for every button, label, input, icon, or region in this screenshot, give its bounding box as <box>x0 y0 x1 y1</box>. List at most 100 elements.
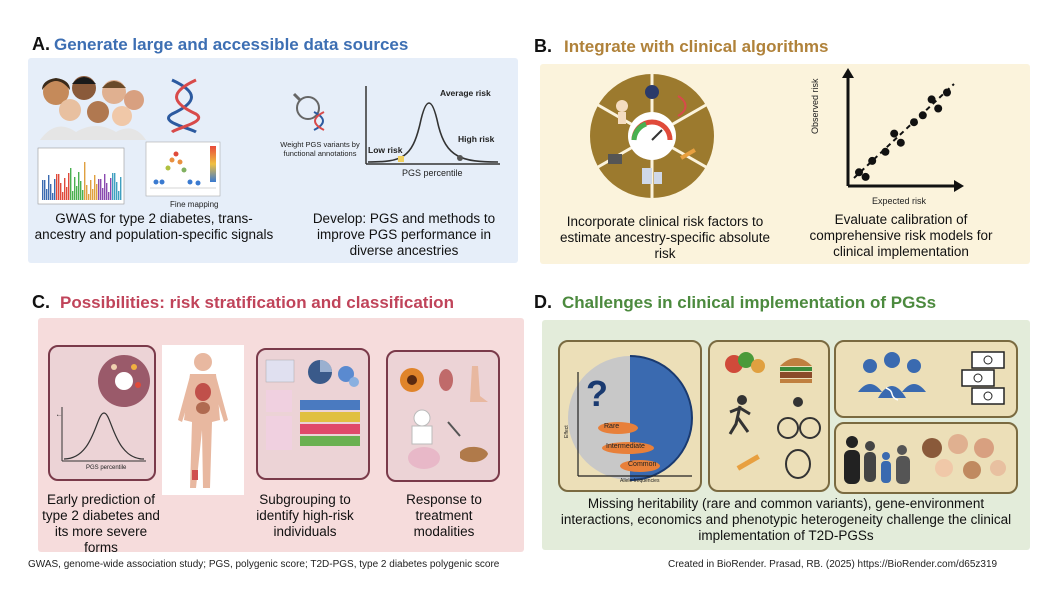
section-a-caption-gwas: GWAS for type 2 diabetes, trans-ancestry… <box>34 211 274 242</box>
subgrouping-box <box>256 348 370 480</box>
diverse-people-icon <box>844 434 1006 484</box>
manhattan-bar <box>44 180 46 200</box>
manhattan-bar <box>82 190 84 200</box>
low-risk-label: Low risk <box>368 145 403 155</box>
manhattan-bar <box>68 173 70 200</box>
manhattan-bar <box>60 183 62 200</box>
pgs-curve-small-icon <box>61 407 146 462</box>
calibration-point <box>910 118 918 127</box>
footer-abbreviations: GWAS, genome-wide association study; PGS… <box>28 559 500 570</box>
manhattan-bar <box>64 178 66 200</box>
manhattan-bar <box>62 192 64 200</box>
calibration-point <box>868 156 877 165</box>
risk-wheel-small-icon <box>98 355 150 407</box>
section-c-caption-treatment: Response to treatment modalities <box>406 492 482 539</box>
section-c-caption-early: Early prediction of type 2 diabetes and … <box>42 492 160 555</box>
manhattan-bar <box>104 174 106 200</box>
calibration-point <box>943 88 951 97</box>
rare-label: Rare <box>604 423 620 430</box>
manhattan-bar <box>58 174 60 200</box>
economics-box <box>834 340 1018 418</box>
people-group-icon <box>40 76 146 140</box>
fine-mapping-label: Fine mapping <box>170 200 219 209</box>
manhattan-bar <box>66 187 68 200</box>
section-c-title: C.Possibilities: risk stratification and… <box>32 292 454 312</box>
manhattan-bar <box>114 173 116 200</box>
calibration-point <box>934 104 943 113</box>
manhattan-bar <box>80 181 82 200</box>
manhattan-bar <box>118 191 120 200</box>
lifestyle-icons <box>725 352 821 479</box>
manhattan-bar <box>96 184 98 200</box>
heritability-chart: ? <box>568 355 693 481</box>
manhattan-bar <box>90 180 92 200</box>
heritability-box: ? Rare Intermediate Common Allele freque… <box>558 340 702 492</box>
pgs-percentile-label: PGS percentile <box>402 168 463 178</box>
svg-text:?: ? <box>586 373 608 414</box>
manhattan-bar <box>46 189 48 200</box>
manhattan-bar <box>98 179 100 200</box>
manhattan-bar <box>70 168 72 200</box>
early-prediction-box: ↑ PGS percentile <box>48 345 156 481</box>
heterogeneity-box <box>834 422 1018 494</box>
calibration-x-arrow <box>954 180 964 192</box>
environment-box <box>708 340 830 492</box>
calibration-point <box>918 111 927 120</box>
manhattan-bar <box>56 174 58 200</box>
pgs-percentile-small-label: PGS percentile <box>86 465 127 471</box>
manhattan-bar <box>120 177 122 200</box>
average-risk-label: Average risk <box>440 88 491 98</box>
manhattan-bar <box>76 186 78 200</box>
manhattan-bar <box>72 191 74 200</box>
manhattan-bar <box>100 179 102 200</box>
manhattan-bar <box>116 182 118 200</box>
manhattan-bar <box>108 192 110 200</box>
calibration-point <box>896 138 905 147</box>
pgs-distribution-chart <box>365 86 500 165</box>
manhattan-bar <box>52 193 54 200</box>
calibration-point <box>890 129 899 138</box>
intermediate-label: Intermediate <box>606 443 645 450</box>
dna-helix-icon <box>167 78 201 134</box>
treatment-box <box>386 350 500 482</box>
calibration-point <box>881 147 890 156</box>
section-d-title: D.Challenges in clinical implementation … <box>534 292 937 312</box>
manhattan-bar <box>112 173 114 200</box>
high-risk-label: High risk <box>458 134 495 144</box>
section-a-caption-develop: Develop: PGS and methods to improve PGS … <box>312 211 496 258</box>
manhattan-plot-icon <box>37 147 125 205</box>
manhattan-bar <box>42 180 44 200</box>
section-b-caption-clinical: Incorporate clinical risk factors to est… <box>559 214 771 261</box>
section-d-caption: Missing heritability (rare and common va… <box>560 496 1012 543</box>
subgroup-matrix-icon <box>265 359 360 450</box>
manhattan-bar <box>110 178 112 200</box>
observed-risk-label: Observed risk <box>810 78 820 134</box>
section-a-title: A.Generate large and accessible data sou… <box>32 34 409 54</box>
calibration-point <box>855 168 863 177</box>
calibration-y-arrow <box>842 68 854 78</box>
manhattan-bar <box>102 188 104 200</box>
manhattan-bar <box>50 184 52 200</box>
manhattan-bar <box>106 183 108 200</box>
manhattan-bar <box>88 194 90 200</box>
manhattan-bar <box>94 175 96 200</box>
allele-frequencies-label: Allele frequencies <box>620 478 660 484</box>
footer-credit: Created in BioRender. Prasad, RB. (2025)… <box>668 559 998 570</box>
weight-pgs-label: Weight PGS variants by functional annota… <box>280 140 360 158</box>
effect-label: Effect <box>564 425 570 438</box>
common-label: Common <box>628 461 657 468</box>
manhattan-bar <box>48 175 50 200</box>
expected-risk-label: Expected risk <box>872 196 927 206</box>
section-b-title: B.Integrate with clinical algorithms <box>534 36 829 56</box>
manhattan-bar <box>78 172 80 200</box>
manhattan-bar <box>86 185 88 200</box>
manhattan-bar <box>92 189 94 200</box>
manhattan-bar <box>84 162 86 200</box>
section-c-caption-subgroup: Subgrouping to identify high-risk indivi… <box>256 492 354 539</box>
magnifier-dna-icon <box>292 92 325 131</box>
calibration-reference-line <box>853 83 955 179</box>
calibration-point <box>927 95 936 104</box>
risk-factor-wheel-icon <box>590 74 714 198</box>
calibration-scatter-chart <box>842 68 964 192</box>
calibration-point <box>861 172 870 181</box>
